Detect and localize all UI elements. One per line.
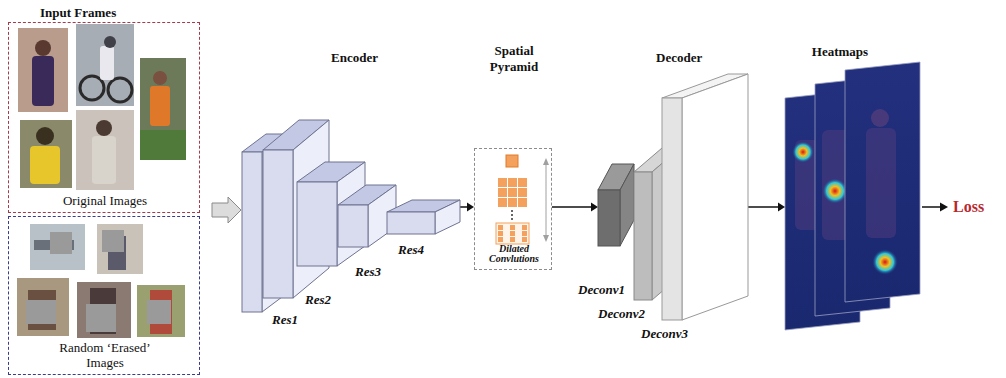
block-label: Res3 — [355, 264, 381, 279]
erased-photos — [17, 224, 185, 338]
connector-line — [460, 206, 468, 208]
dashed-group-box: Original Images — [8, 22, 200, 213]
section-heading: Encoder — [331, 50, 378, 66]
block-shape — [598, 164, 634, 246]
block-label: Res2 — [305, 292, 331, 307]
block-front — [338, 205, 368, 247]
block-front — [297, 182, 337, 266]
loss-label: Loss — [953, 198, 984, 216]
connector-arrow — [460, 203, 474, 212]
dashed-group-box: Random ‘Erased’ Images — [8, 216, 200, 375]
block-label: Res1 — [272, 312, 298, 327]
block-label: Deconv2 — [598, 306, 645, 321]
pyramid-caption: Dilated Convlutions — [481, 244, 547, 264]
deconv-block: Deconv3 — [662, 74, 748, 320]
block-shape — [387, 200, 460, 234]
block-front — [662, 98, 682, 320]
input-arrow — [212, 197, 241, 223]
block-shape — [662, 74, 748, 320]
block-side — [620, 164, 634, 246]
section-heading: Heatmaps — [812, 44, 868, 60]
res-block: Res4 — [387, 200, 460, 234]
block-front — [387, 212, 435, 234]
pyramid-box: Spatial PyramidDilated Convlutions — [474, 148, 552, 270]
block-front — [263, 150, 293, 298]
block-side — [435, 200, 460, 234]
arrow-head — [467, 203, 474, 212]
heatmap-frames — [785, 62, 920, 330]
original-photos — [18, 24, 186, 190]
arrow-head — [778, 203, 785, 212]
connector-arrow — [748, 203, 785, 212]
block-label: Res4 — [398, 242, 424, 257]
group-caption: Random ‘Erased’ Images — [49, 340, 161, 370]
loss-arrow — [922, 203, 948, 212]
arrow-head — [591, 203, 598, 212]
deconv-block: Deconv1 — [598, 164, 634, 246]
block-label: Deconv3 — [641, 326, 688, 341]
connector-arrow — [552, 203, 598, 212]
block-side — [682, 74, 748, 320]
block-label: Deconv1 — [578, 282, 625, 297]
connector-line — [748, 206, 779, 208]
connector-line — [552, 206, 592, 208]
heatmap-stack: Heatmaps — [785, 58, 920, 332]
section-heading: Input Frames — [40, 5, 116, 21]
block-front — [598, 190, 620, 246]
group-caption: Original Images — [63, 193, 147, 208]
section-heading: Decoder — [656, 50, 702, 66]
pyramid-icons — [496, 155, 549, 244]
section-heading: Spatial Pyramid — [483, 43, 545, 75]
block-front — [634, 172, 652, 300]
